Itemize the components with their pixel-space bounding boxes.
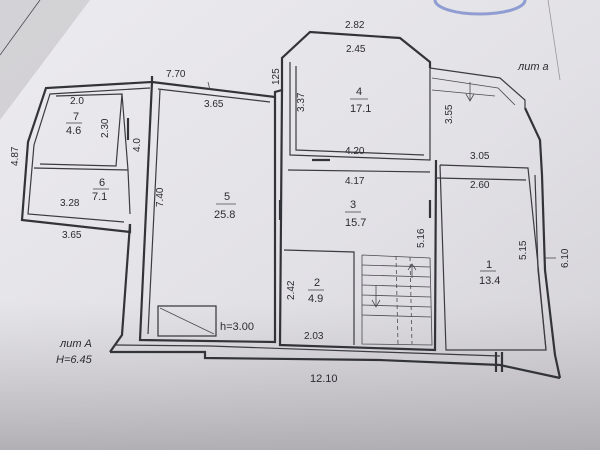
room-7-area: 4.6 (66, 125, 81, 137)
dim-515: 5.15 (518, 240, 529, 260)
room-2-label: 2 4.9 (308, 277, 324, 305)
room-5-area: 25.8 (214, 209, 235, 221)
dim-328: 3.28 (60, 198, 80, 209)
room-5-label: 5 25.8 (214, 191, 236, 221)
room-1-area: 13.4 (479, 275, 500, 287)
room-3-label: 3 15.7 (345, 199, 366, 229)
dim-20: 2.0 (70, 96, 84, 107)
room-6-number: 6 (99, 177, 105, 189)
dim-740: 7.40 (155, 187, 166, 207)
hearth-box (157, 305, 217, 337)
room-7-number: 7 (73, 111, 79, 123)
dim-487: 4.87 (10, 146, 21, 166)
dim-420: 4.20 (345, 146, 365, 157)
room-1-number: 1 (486, 259, 492, 271)
room-6-area: 7.1 (92, 191, 107, 203)
room-3-area: 15.7 (345, 217, 366, 229)
room-4-label: 4 17.1 (350, 86, 371, 115)
dim-282: 2.82 (345, 20, 365, 31)
room-6-label: 6 7.1 (92, 177, 109, 203)
lit-a-small-label: лит a (517, 61, 549, 73)
dim-125: 125 (271, 68, 282, 85)
plan-labels: лит a лит А H=6.45 h=3.00 12.10 (56, 61, 549, 385)
ceiling-height-label: h=3.00 (220, 321, 254, 333)
room-labels: 1 13.4 2 4.9 3 15.7 4 17.1 5 25.8 6 7.1 (66, 86, 500, 305)
room-4-area: 17.1 (350, 103, 371, 115)
outer-walls (20, 30, 562, 380)
dim-242: 2.42 (286, 280, 297, 300)
dim-417: 4.17 (345, 176, 365, 187)
dim-337: 3.37 (296, 92, 307, 112)
room-2-area: 4.9 (308, 293, 323, 305)
dim-203: 2.03 (304, 331, 324, 342)
dim-516: 5.16 (416, 228, 427, 248)
lit-a-main-label: лит А (59, 338, 92, 350)
room-7-label: 7 4.6 (66, 111, 82, 137)
dim-260: 2.60 (470, 180, 490, 191)
room-5-number: 5 (224, 191, 230, 203)
height-total-label: H=6.45 (56, 354, 93, 366)
room-3-number: 3 (350, 199, 356, 211)
dim-365-left: 3.65 (62, 230, 82, 241)
interior-walls (33, 62, 556, 372)
dim-770: 7.70 (166, 69, 186, 80)
dimension-labels: 2.82 2.45 7.70 125 3.65 3.37 2.0 2.30 4.… (10, 20, 571, 342)
room-4-number: 4 (356, 86, 362, 98)
dim-355: 3.55 (444, 104, 455, 124)
stamp-mark (433, 0, 527, 16)
total-width-label: 12.10 (310, 373, 338, 385)
dim-40: 4.0 (132, 138, 143, 152)
dim-610: 6.10 (560, 248, 571, 268)
dim-305: 3.05 (470, 151, 490, 162)
dim-245: 2.45 (346, 44, 366, 55)
dim-365-top: 3.65 (204, 99, 224, 110)
staircase (361, 254, 433, 346)
room-2-number: 2 (314, 277, 320, 289)
dim-230: 2.30 (100, 118, 111, 138)
room-1-label: 1 13.4 (479, 259, 500, 287)
